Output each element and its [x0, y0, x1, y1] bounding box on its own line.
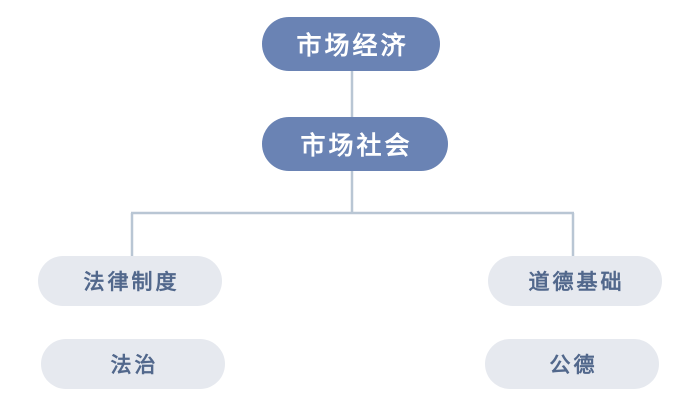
node-public-morality-label: 公德 [549, 354, 598, 377]
node-market-economy[interactable]: 市场经济 [262, 17, 440, 71]
node-market-society-label: 市场社会 [300, 132, 413, 160]
node-market-economy-label: 市场经济 [296, 32, 409, 60]
node-public-morality[interactable]: 公德 [485, 339, 659, 389]
node-moral-foundation[interactable]: 道德基础 [488, 256, 662, 306]
node-market-society[interactable]: 市场社会 [262, 117, 448, 171]
node-legal-system-label: 法律制度 [83, 271, 180, 294]
node-rule-of-law[interactable]: 法治 [41, 339, 225, 389]
node-moral-foundation-label: 道德基础 [528, 271, 625, 294]
node-rule-of-law-label: 法治 [110, 354, 159, 377]
node-legal-system[interactable]: 法律制度 [38, 256, 222, 306]
